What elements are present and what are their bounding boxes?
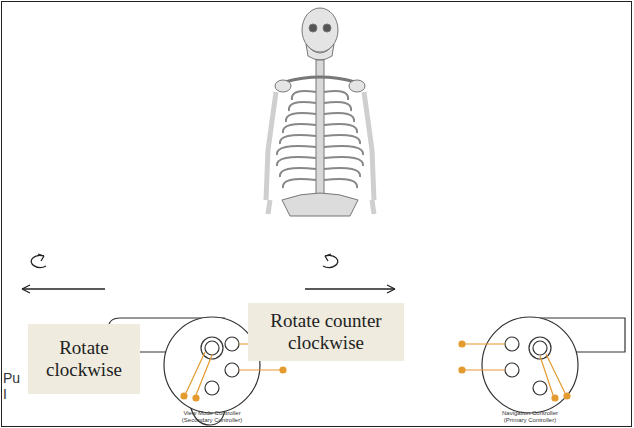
box-text: Rotate clockwise [36, 337, 132, 381]
callout-box: Rotate counter clockwise [248, 303, 404, 361]
navigation-controller [482, 317, 625, 413]
partial-text: I [3, 387, 7, 402]
skeleton-figure [266, 8, 374, 216]
partial-text: Pu [3, 371, 20, 386]
direction-arrow [305, 288, 395, 289]
callout-box: Rotate clockwise [28, 324, 140, 394]
direction-arrow [22, 288, 105, 289]
box-text: Rotate counter clockwise [256, 310, 396, 354]
controller-caption: View Mode Controller (Secondary Controll… [172, 410, 252, 424]
controller-caption: Navigation Controller (Primary Controlle… [490, 410, 570, 424]
